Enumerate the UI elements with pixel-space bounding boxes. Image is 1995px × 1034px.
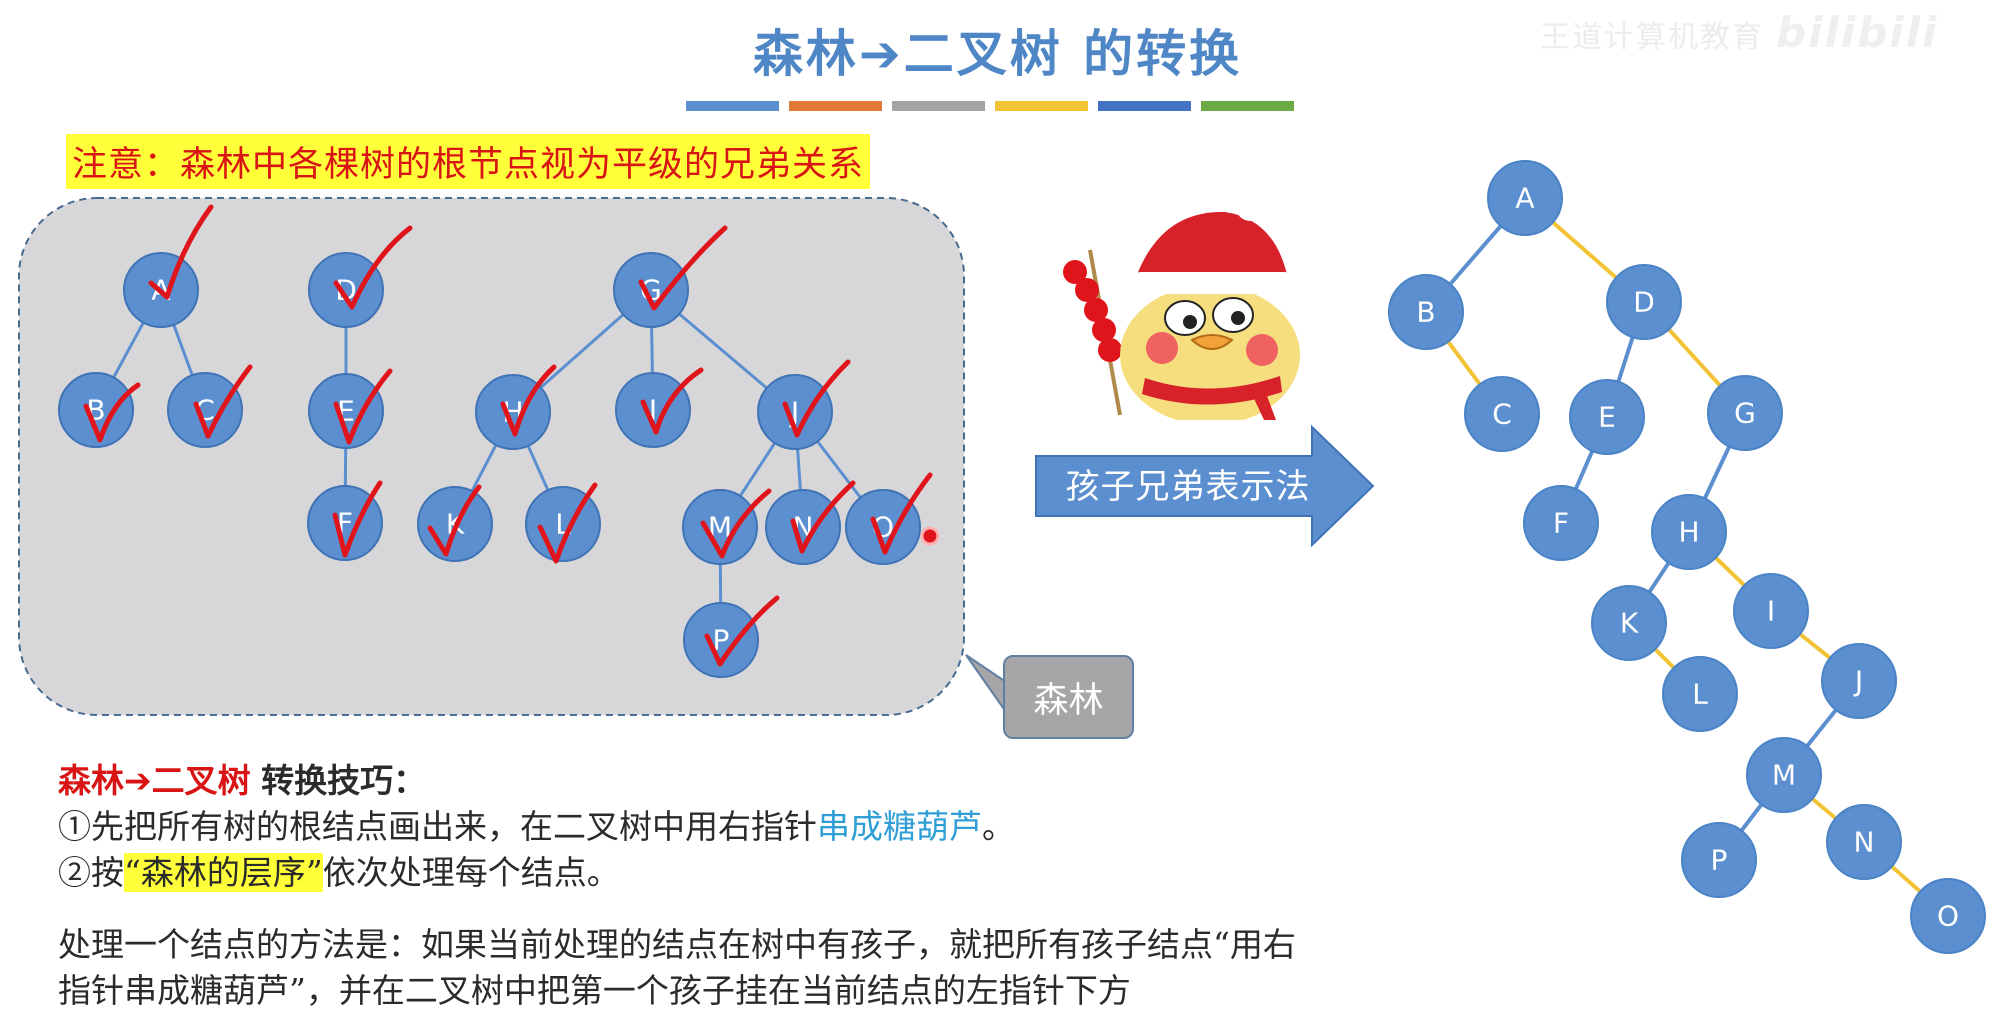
- tips-line-2-end: 依次处理每个结点。: [323, 853, 620, 892]
- tips-line-1-text: ①先把所有树的根结点画出来，在二叉树中用右指针: [58, 807, 817, 846]
- mascot-hat-pompom: [1236, 193, 1264, 221]
- tips-line-2: ②按“森林的层序”依次处理每个结点。: [58, 850, 1296, 896]
- tips-heading-rest: 转换技巧：: [261, 761, 426, 800]
- candied-haw: [1098, 338, 1122, 362]
- caption-pointer: [966, 655, 1006, 712]
- tips-line-1-highlight: 串成糖葫芦: [817, 807, 982, 846]
- mascot-sticker: [1050, 190, 1320, 420]
- tips-line-2-highlight: “森林的层序”: [124, 853, 323, 892]
- mascot-cheek: [1246, 334, 1278, 366]
- laser-pointer-dot: [922, 528, 938, 544]
- tips-heading-red: 森林➔二叉树: [58, 761, 251, 800]
- tips-line-2-text: ②按: [58, 853, 124, 892]
- forest-caption: 森林: [1003, 655, 1134, 739]
- mascot-cheek: [1146, 332, 1178, 364]
- tips-heading: 森林➔二叉树 转换技巧：: [58, 758, 1296, 804]
- mascot-pupil: [1183, 315, 1197, 329]
- arrow-label: 孩子兄弟表示法: [1038, 459, 1338, 508]
- tips-method-line-1: 处理一个结点的方法是：如果当前处理的结点在树中有孩子，就把所有孩子结点“用右: [58, 922, 1296, 968]
- mascot-pupil: [1231, 311, 1245, 325]
- tips-line-1-end: 。: [982, 807, 1015, 846]
- tips-line-1: ①先把所有树的根结点画出来，在二叉树中用右指针串成糖葫芦。: [58, 804, 1296, 850]
- tips-method-line-2: 指针串成糖葫芦”，并在二叉树中把第一个孩子挂在当前结点的左指针下方: [58, 968, 1296, 1014]
- mascot-hat-brim: [1130, 272, 1295, 294]
- conversion-tips: 森林➔二叉树 转换技巧： ①先把所有树的根结点画出来，在二叉树中用右指针串成糖葫…: [58, 758, 1296, 1014]
